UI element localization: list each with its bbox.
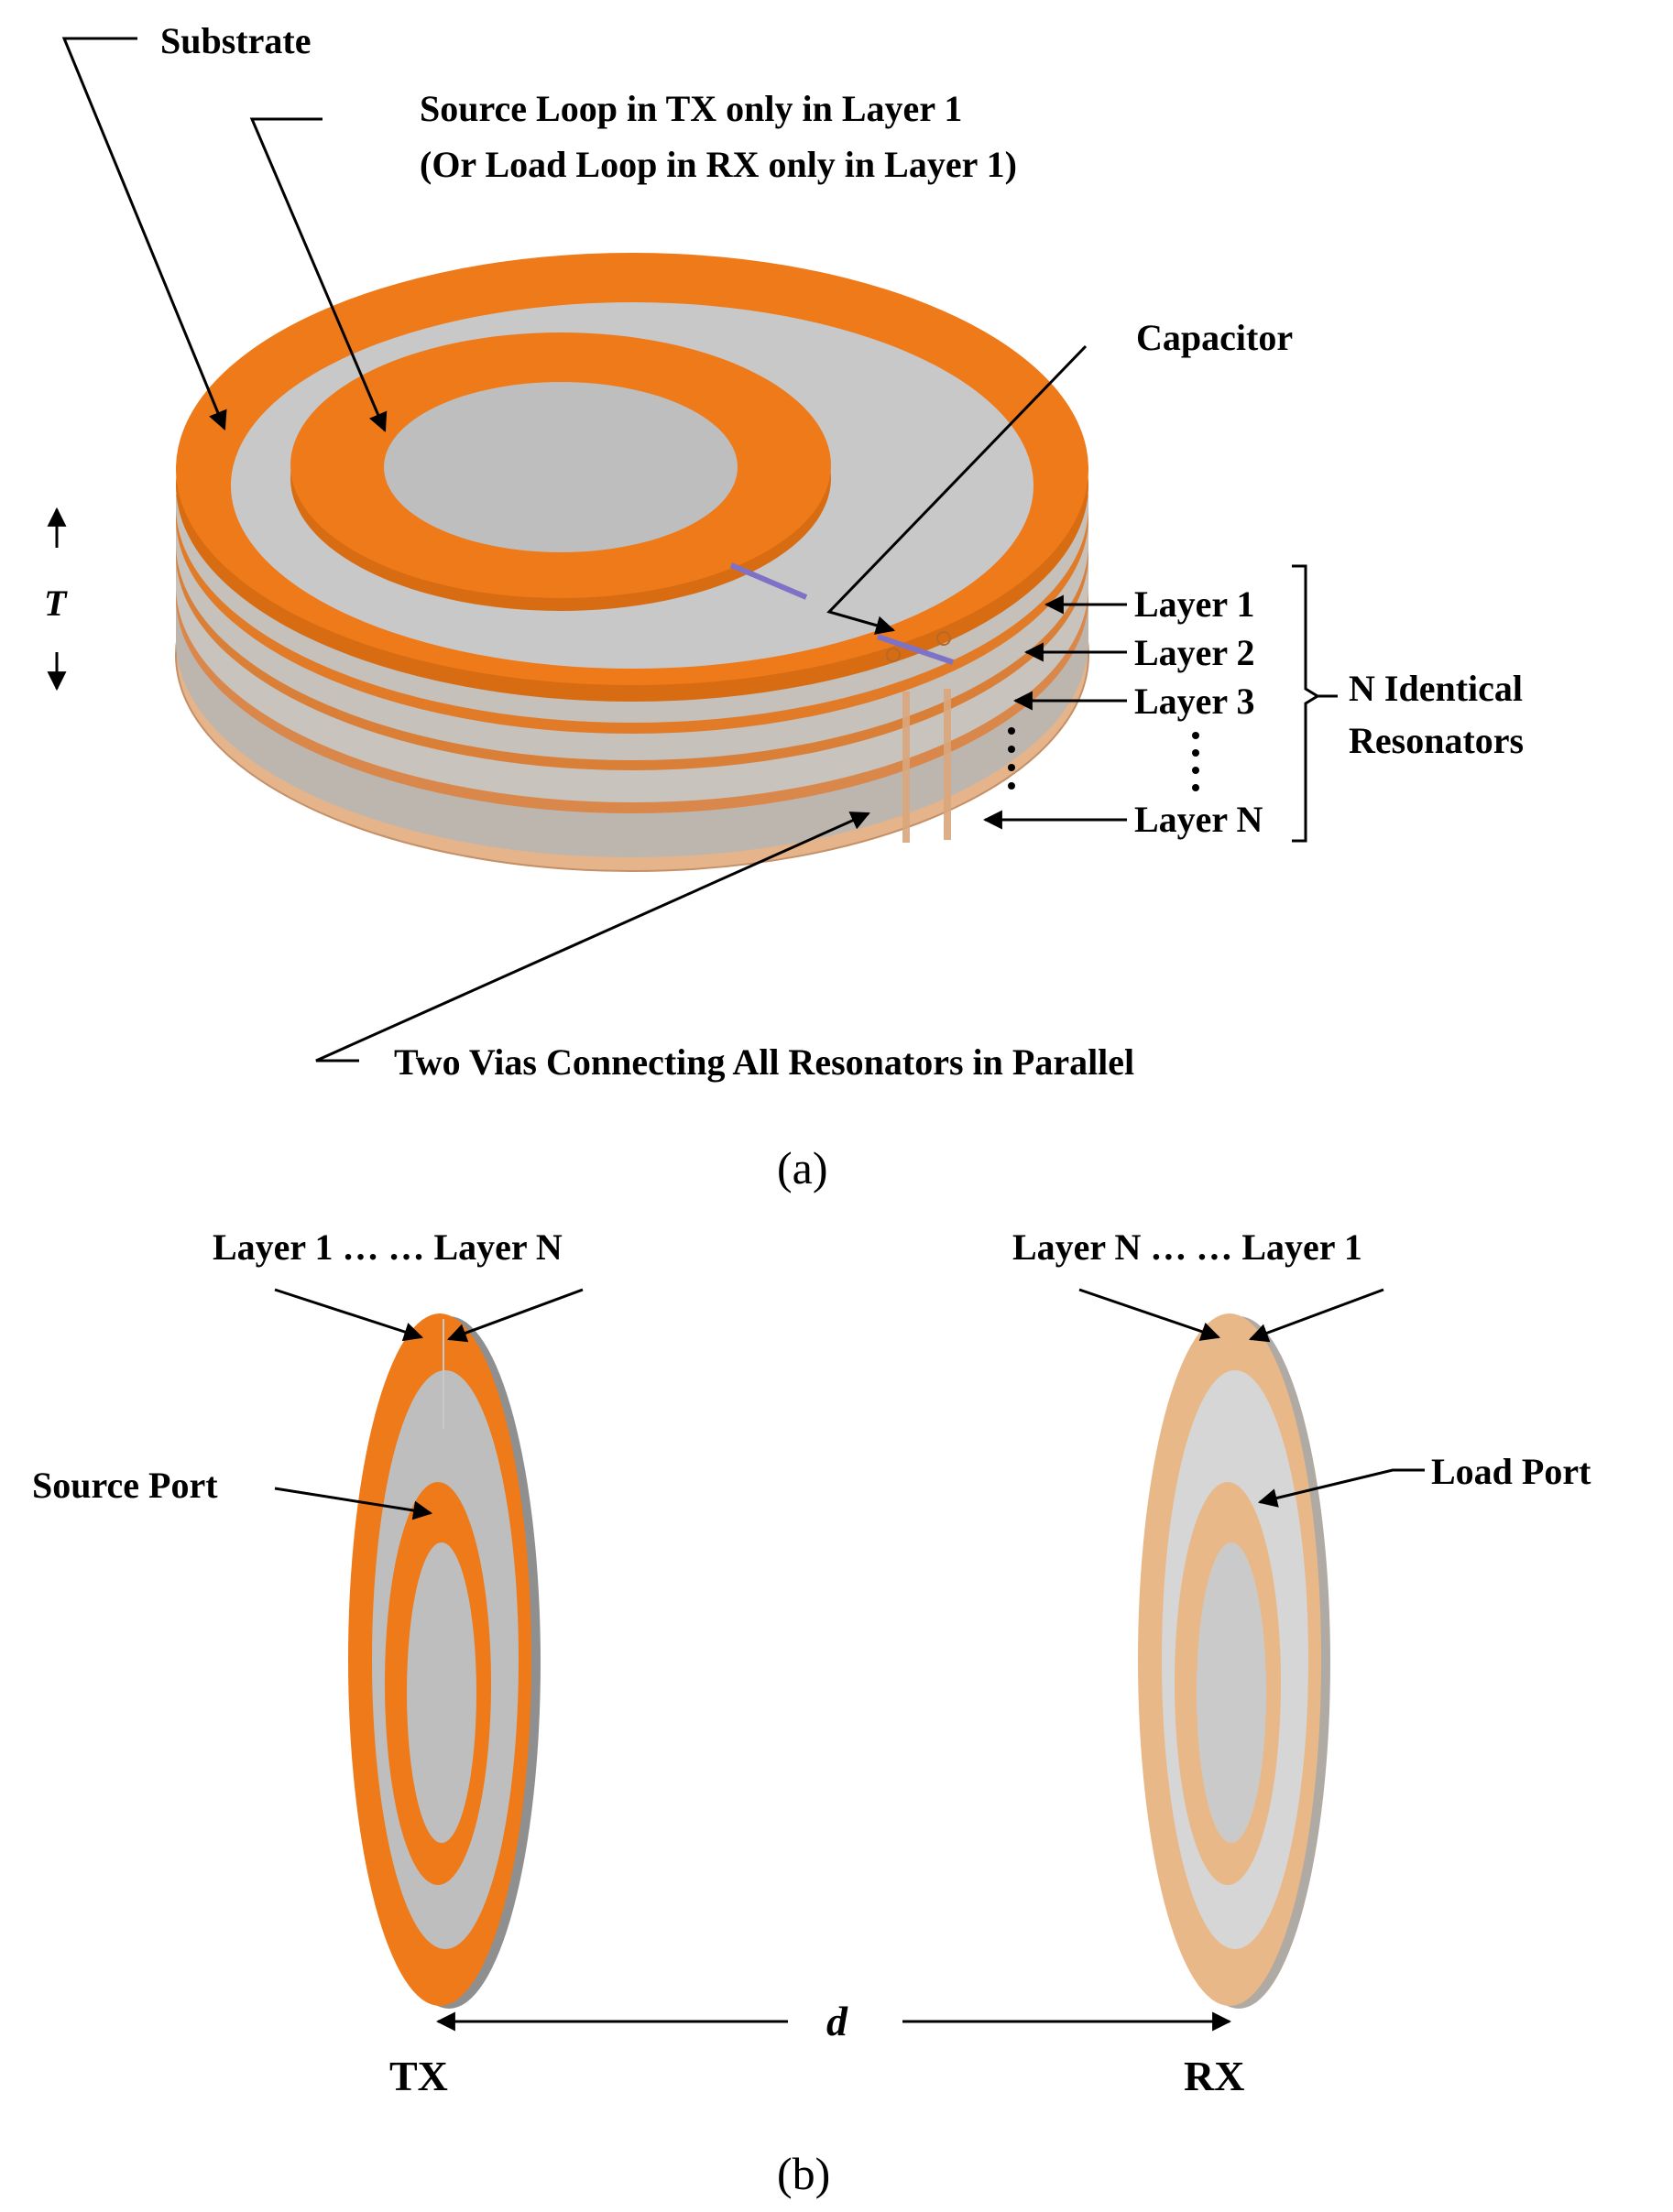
tx-layers-label: Layer 1 … … Layer N	[213, 1226, 563, 1268]
layer-3-label: Layer 3	[1134, 681, 1254, 722]
distance-label: d	[826, 1998, 848, 2044]
tx-disk	[348, 1313, 541, 2009]
source-loop-label-line2: (Or Load Loop in RX only in Layer 1)	[420, 144, 1017, 185]
layer-n-label: Layer N	[1134, 799, 1263, 840]
via-1	[902, 692, 910, 843]
rx-layer1-leader	[1249, 1288, 1384, 1343]
via-2	[944, 689, 951, 840]
via-top-1	[886, 648, 901, 662]
load-port-leader	[1257, 1468, 1425, 1508]
vias-leader	[315, 812, 870, 1062]
load-port-label: Load Port	[1431, 1451, 1591, 1492]
rx-disk	[1138, 1313, 1330, 2009]
resonator-brace	[1292, 564, 1320, 843]
layer-1-label: Layer 1	[1134, 583, 1254, 625]
rx-layern-leader	[1078, 1288, 1220, 1341]
substrate-leader	[61, 37, 227, 430]
panel-b-caption: (b)	[777, 2148, 830, 2199]
source-port-leader	[274, 1487, 433, 1520]
via-top-2	[936, 631, 951, 646]
capacitor-label: Capacitor	[1136, 317, 1293, 358]
capacitor-gap-inner	[729, 562, 808, 600]
source-loop-hole	[384, 382, 738, 552]
tx-layern-leader	[447, 1288, 584, 1343]
vias-label: Two Vias Connecting All Resonators in Pa…	[394, 1041, 1134, 1083]
capacitor-leader	[826, 344, 1088, 635]
source-loop-leader	[249, 117, 388, 432]
capacitor-gap-outer	[877, 634, 954, 665]
identical-resonators-line2: Resonators	[1349, 720, 1524, 761]
layer-dots-right	[1192, 732, 1199, 791]
panel-b: Layer 1 … … Layer N Layer N … … Layer 1 …	[32, 1226, 1591, 2199]
tx-label: TX	[389, 2053, 448, 2099]
panel-a-caption: (a)	[777, 1142, 828, 1193]
panel-a-leaders	[47, 37, 1338, 1062]
rx-label: RX	[1184, 2053, 1244, 2099]
source-port-label: Source Port	[32, 1465, 218, 1506]
panel-b-leaders	[274, 1288, 1425, 2032]
panel-a: Substrate Source Loop in TX only in Laye…	[44, 20, 1524, 1193]
tx-layer1-leader	[274, 1288, 423, 1342]
thickness-label: T	[44, 583, 68, 624]
resonator-stack	[175, 253, 1089, 872]
layer-2-label: Layer 2	[1134, 632, 1254, 673]
layer-dots-stack	[1008, 727, 1015, 790]
source-loop-label-line1: Source Loop in TX only in Layer 1	[420, 88, 962, 129]
substrate-label: Substrate	[160, 20, 311, 61]
rx-inner-hole	[1197, 1542, 1266, 1843]
identical-resonators-line1: N Identical	[1349, 668, 1523, 709]
tx-inner-hole	[407, 1542, 476, 1843]
rx-layers-label: Layer N … … Layer 1	[1012, 1226, 1362, 1268]
